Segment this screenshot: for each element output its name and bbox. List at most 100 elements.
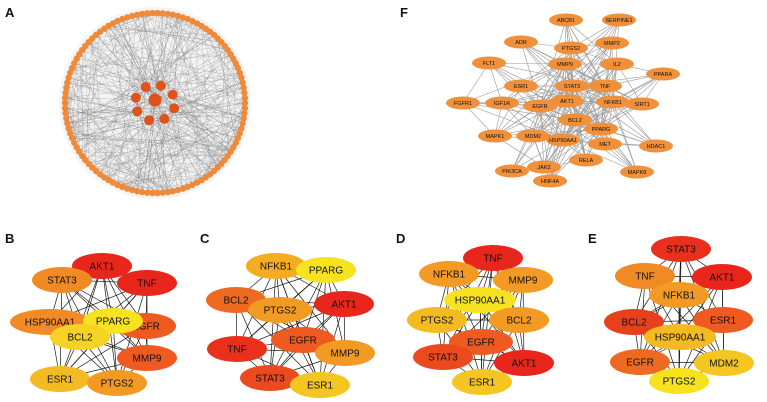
panel-a-ring-node: [241, 94, 249, 102]
panel-a-edge: [112, 23, 137, 98]
panel-a-network: [59, 7, 251, 199]
panel-a-edge: [99, 137, 238, 175]
panel-d-node: PTGS2: [407, 307, 467, 333]
panel-a-edge: [145, 86, 244, 119]
node-shape: [271, 327, 335, 353]
panel-e-edge: [680, 248, 725, 364]
panel-a-edge: [127, 72, 240, 189]
panel-a-edge: [164, 118, 238, 139]
panel-f-node-label: IGF1R: [494, 101, 510, 107]
panel-a-edge: [135, 54, 231, 98]
panel-f-edge: [532, 135, 551, 182]
panel-a-edge: [112, 23, 228, 51]
panel-d-node: MMP9: [493, 267, 553, 293]
panel-a-ring-node: [138, 10, 146, 18]
panel-a-edge: [117, 20, 228, 51]
node-label: ESR1: [469, 378, 496, 389]
panel-f-node-label: TNF: [600, 84, 611, 90]
panel-a-ring-nodes: [61, 9, 249, 197]
panel-f-node-shape: [504, 79, 538, 93]
node-label: MMP9: [133, 354, 162, 365]
panel-a-core-node: [148, 93, 162, 107]
panel-f-node-label: STAT3: [564, 84, 580, 90]
node-label: PPARG: [96, 317, 130, 328]
node-label: HSP90AA1: [455, 296, 506, 307]
panel-f-node: PIK3CA: [495, 164, 529, 178]
node-label: BCL2: [506, 316, 531, 327]
panel-f-node-shape: [588, 137, 622, 151]
panel-a-ring-node: [62, 89, 69, 96]
node-label: STAT3: [428, 353, 458, 364]
panel-a-edge: [117, 77, 242, 185]
node-label: PTGS2: [101, 379, 134, 390]
node-shape: [246, 253, 306, 279]
panel-a-ring-node: [236, 130, 243, 137]
node-label: AKT1: [89, 262, 114, 273]
panel-a-ring-node: [236, 69, 243, 76]
panel-a-edge: [88, 42, 165, 120]
panel-a-ring-node: [128, 186, 136, 194]
node-shape: [493, 267, 553, 293]
panel-a-ring-node: [184, 183, 191, 191]
panel-a-edge: [148, 120, 188, 187]
panel-a-edge: [145, 23, 198, 88]
panel-a-edges: [64, 12, 246, 194]
panel-f-node-label: PPARA: [654, 72, 673, 78]
panel-f-edge: [616, 63, 643, 105]
panel-a-edge: [164, 118, 211, 175]
panel-a-ring-node: [61, 99, 69, 107]
panel-f-edge: [612, 101, 638, 173]
panel-a-ring-node: [64, 79, 71, 86]
panel-a-edge: [85, 120, 150, 161]
panel-a-edge: [99, 111, 138, 175]
node-label: HSP90AA1: [655, 333, 706, 344]
panel-a-ring-node: [240, 115, 247, 122]
panel-a-edge: [142, 13, 156, 101]
panel-f-node-label: HNF4A: [541, 179, 559, 185]
panel-f-node-shape: [555, 79, 589, 93]
panel-f-node-label: EGFR: [532, 104, 547, 110]
panel-a-ring-node: [123, 185, 131, 192]
panel-f-edge: [539, 105, 638, 173]
panel-a-core-node: [130, 92, 141, 103]
panel-a-edge: [192, 77, 242, 185]
panel-a-edge: [65, 111, 138, 114]
panel-a-edge: [67, 82, 136, 98]
panel-a-edge: [149, 120, 231, 152]
panel-a-ring-node: [61, 94, 69, 102]
panel-a-edge: [88, 118, 244, 165]
panel-a-edge: [74, 63, 146, 88]
node-shape: [649, 282, 709, 308]
node-shape: [207, 336, 267, 362]
panel-a-edge: [65, 92, 163, 193]
panel-c-node: TNF: [207, 336, 267, 362]
panel-a-edge: [201, 92, 245, 181]
panel-a-ring-node: [63, 84, 70, 91]
node-shape: [694, 350, 754, 376]
panel-a-edge: [217, 108, 246, 168]
panel-a-edge: [79, 128, 242, 152]
panel-f-node-shape: [558, 113, 592, 127]
panel-a-edge: [122, 58, 234, 187]
panel-label-a: A: [5, 5, 15, 20]
panel-a-edge: [127, 17, 137, 98]
panel-b-node: AKT1: [72, 253, 132, 279]
panel-a-edge: [65, 102, 246, 114]
panel-a-edge: [117, 177, 206, 186]
panel-a-edge: [137, 21, 193, 112]
panel-a-ring-node: [119, 15, 126, 23]
panel-a-edge: [142, 13, 183, 189]
panel-a-edge: [137, 15, 179, 112]
panel-f-node: IL2: [600, 57, 634, 71]
panel-d-node: STAT3: [413, 344, 473, 370]
panel-f-node-label: ABCB1: [557, 18, 575, 24]
panel-a-edge: [172, 94, 240, 134]
panel-a-ring-node: [123, 14, 131, 21]
panel-f-edge: [600, 85, 606, 130]
node-shape: [30, 366, 90, 392]
panel-a-edge: [135, 13, 148, 98]
panel-a-ring-node: [68, 134, 76, 142]
node-shape: [413, 344, 473, 370]
panel-a-edge: [127, 49, 228, 189]
